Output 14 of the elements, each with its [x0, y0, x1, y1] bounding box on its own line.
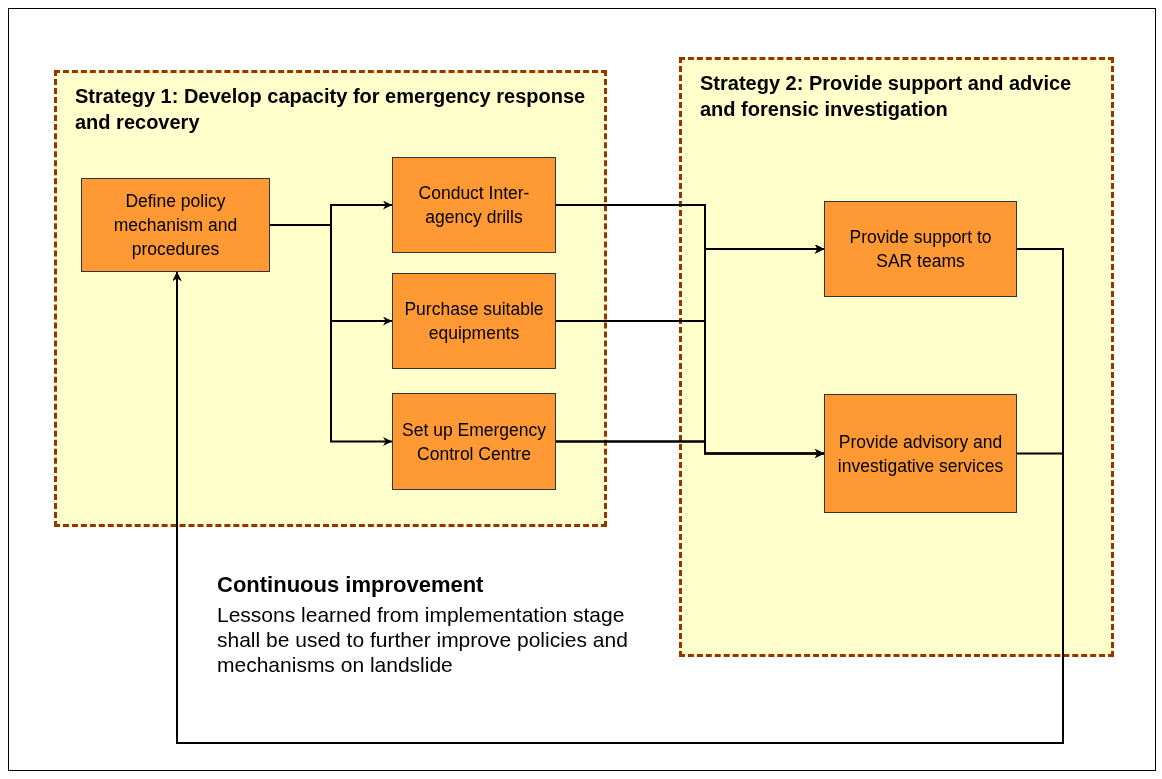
- connector-arrow: [555, 440, 825, 458]
- note-heading: Continuous improvement: [217, 572, 485, 597]
- strategy-panel: [679, 57, 1114, 657]
- process-box: Provide support to SAR teams: [824, 201, 1017, 297]
- process-box: Conduct Inter-agency drills: [392, 157, 556, 253]
- process-box: Purchase suitable equipments: [392, 273, 556, 369]
- connector-arrow: [269, 224, 393, 446]
- panel-heading: Strategy 2: Provide support and advice and forensic investigation: [700, 71, 1073, 122]
- strategy-panel: [54, 70, 607, 527]
- process-box: Set up Emergency Control Centre: [392, 393, 556, 490]
- panel-heading: Strategy 1: Develop capacity for emergency response and recovery: [75, 84, 587, 135]
- process-box: Define policy mechanism and procedures: [81, 178, 270, 272]
- process-box: Provide advisory and investigative services: [824, 394, 1017, 513]
- note-text: Lessons learned from implementation stage shall be used to further improve policies and mechanisms on landslide: [217, 602, 629, 677]
